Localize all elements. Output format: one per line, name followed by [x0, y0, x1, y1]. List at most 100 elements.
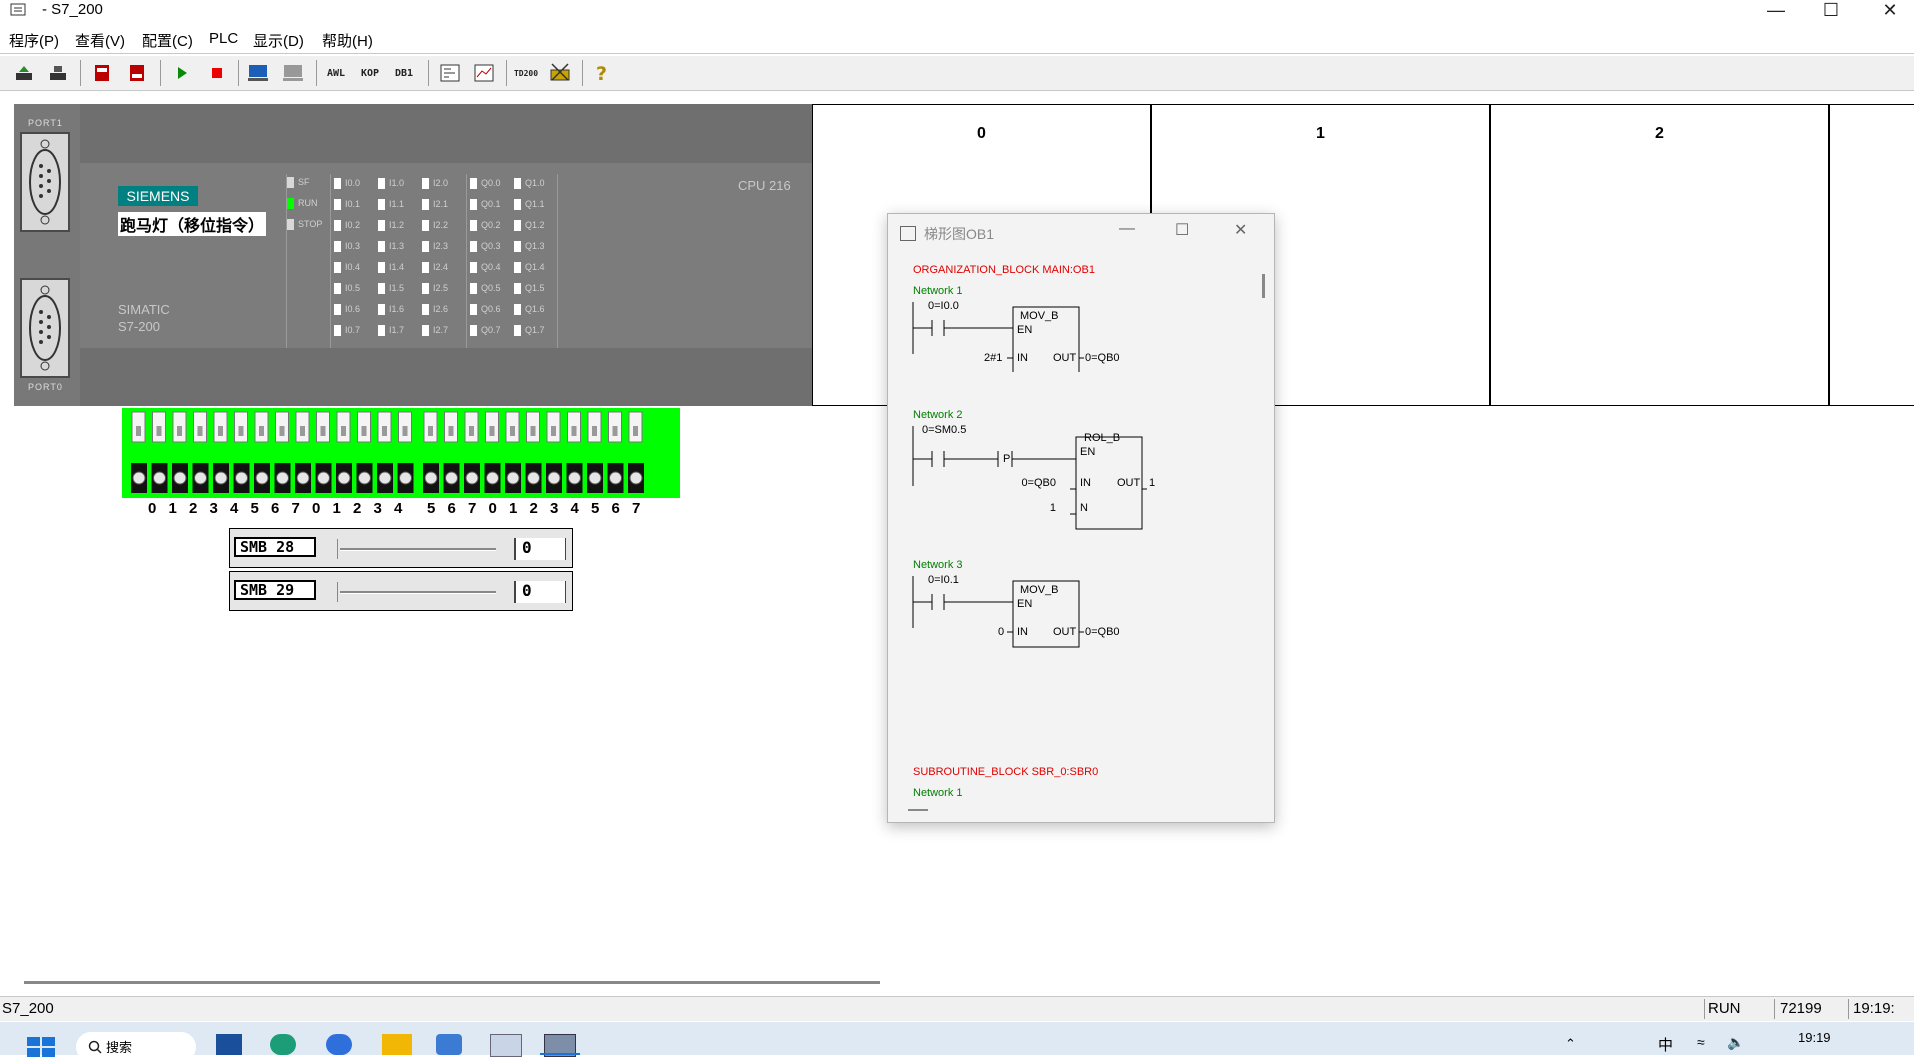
network-3-contact: 0=I0.1 — [928, 574, 959, 586]
led-label-q1-0: Q1.0 — [525, 178, 545, 188]
terminal-screw — [445, 471, 458, 485]
download-icon[interactable] — [88, 59, 116, 87]
app-plc-icon[interactable] — [490, 1034, 522, 1057]
help-icon[interactable]: ? — [588, 59, 616, 87]
display-panel-3 — [1829, 104, 1914, 406]
unload-program-icon[interactable] — [44, 59, 72, 87]
led-label-i1-3: I1.3 — [389, 241, 405, 251]
led-label-i0-4: I0.4 — [345, 262, 361, 272]
ladder-vertical-scrollbar[interactable] — [1256, 254, 1266, 806]
smb28-value[interactable]: 0 — [514, 538, 566, 560]
ime-indicator[interactable]: 中 — [1658, 1037, 1674, 1054]
menu-display[interactable]: 显示(D) — [253, 33, 304, 50]
led-i0-1 — [334, 199, 341, 210]
td200-button[interactable]: TD200 — [513, 68, 539, 78]
stop-icon[interactable] — [203, 59, 231, 87]
terminal-screw — [276, 471, 289, 485]
network-icon[interactable] — [546, 59, 574, 87]
taskbar-search[interactable]: 搜索 — [76, 1032, 196, 1062]
led-label-q0-5: Q0.5 — [481, 283, 501, 293]
led-label-q0-0: Q0.0 — [481, 178, 501, 188]
terminal-number: 6 — [611, 500, 620, 517]
volume-icon[interactable]: 🔈 — [1727, 1034, 1745, 1050]
wifi-icon[interactable]: ≈ — [1697, 1034, 1705, 1050]
terminal-slot — [510, 426, 515, 436]
run-icon[interactable] — [168, 59, 196, 87]
terminal-screw — [235, 471, 248, 485]
upload-icon[interactable] — [123, 59, 151, 87]
terminal-number: 7 — [468, 500, 477, 517]
status-bar: S7_200 RUN 72199 19:19: — [0, 996, 1914, 1021]
ladder-maximize-button[interactable]: ☐ — [1175, 222, 1190, 239]
terminal-number: 0 — [148, 500, 157, 517]
menu-config[interactable]: 配置(C) — [142, 33, 193, 50]
status-mode: RUN — [1708, 1000, 1741, 1017]
siemens-logo: SIEMENS — [118, 186, 198, 206]
led-stop — [287, 219, 294, 230]
led-i2-4 — [422, 262, 429, 273]
taskbar-clock[interactable]: 19:19 — [1798, 1030, 1831, 1045]
kop-button[interactable]: KOP — [360, 67, 380, 79]
terminal-slot — [238, 426, 244, 436]
search-label: 搜索 — [106, 1040, 133, 1055]
led-label-i0-6: I0.6 — [345, 304, 361, 314]
terminal-screw — [568, 471, 581, 485]
browser-icon[interactable] — [326, 1034, 352, 1055]
status-chart-icon[interactable] — [436, 59, 464, 87]
smb29-slider[interactable] — [340, 591, 496, 594]
smb28-slider[interactable] — [340, 548, 496, 551]
close-button[interactable]: ✕ — [1882, 0, 1898, 20]
db1-button[interactable]: DB1 — [394, 67, 414, 79]
main-horizontal-scrollbar[interactable] — [24, 981, 880, 984]
active-app-indicator — [540, 1053, 580, 1055]
file-explorer-icon[interactable] — [382, 1034, 412, 1055]
store-icon[interactable] — [216, 1034, 242, 1055]
ladder-horizontal-scroll-thumb[interactable] — [908, 809, 928, 811]
network-2-out-value: 1 — [1149, 477, 1156, 489]
terminal-slot — [612, 426, 618, 436]
app-bird-icon[interactable] — [436, 1034, 462, 1055]
maximize-button[interactable]: ☐ — [1822, 0, 1840, 20]
smb29-value[interactable]: 0 — [514, 581, 566, 603]
led-i1-4 — [378, 262, 385, 273]
smb29-slider-thumb[interactable] — [337, 582, 342, 602]
menu-plc[interactable]: PLC — [209, 30, 239, 47]
ladder-scroll-thumb[interactable] — [1262, 274, 1265, 298]
awl-button[interactable]: AWL — [326, 67, 346, 79]
smb28-slider-thumb[interactable] — [337, 539, 342, 559]
network-2-label: Network 2 — [913, 409, 963, 421]
project-name: 跑马灯（移位指令） — [118, 212, 267, 236]
network-3-label: Network 3 — [913, 559, 963, 571]
terminal-screw — [465, 471, 479, 485]
terminal-number: 1 — [332, 500, 341, 517]
minimize-button[interactable]: — — [1767, 0, 1785, 20]
led-label-q0-3: Q0.3 — [481, 241, 501, 251]
led-i0-0 — [334, 178, 341, 189]
title-bar: - S7_200 — ☐ ✕ — [0, 0, 1914, 22]
network-2-box: ROL_B — [1084, 432, 1121, 444]
menu-program[interactable]: 程序(P) — [9, 33, 59, 50]
load-program-icon[interactable] — [10, 59, 38, 87]
network-2-n-value: 1 — [1049, 502, 1056, 514]
menu-view[interactable]: 查看(V) — [75, 33, 125, 50]
menu-help[interactable]: 帮助(H) — [322, 33, 373, 50]
ladder-minimize-button[interactable]: — — [1119, 220, 1135, 237]
network-1-label: Network 1 — [913, 285, 963, 297]
terminal-slot — [489, 426, 495, 436]
led-i1-0 — [378, 178, 385, 189]
terminal-screw — [358, 471, 371, 485]
network-2-in-value: 0=QB0 — [1021, 477, 1056, 489]
led-i0-7 — [334, 325, 341, 336]
monitor-off-icon[interactable] — [279, 59, 307, 87]
ladder-close-button[interactable]: ✕ — [1234, 222, 1248, 239]
tray-chevron-icon[interactable]: ⌃ — [1565, 1036, 1576, 1051]
terminal-slot — [402, 426, 408, 436]
edge-browser-icon[interactable] — [270, 1034, 296, 1055]
windows-start-icon[interactable] — [27, 1037, 55, 1062]
led-label-q0-1: Q0.1 — [481, 199, 501, 209]
network-1-box: MOV_B — [1020, 310, 1059, 322]
led-label-q1-6: Q1.6 — [525, 304, 545, 314]
monitor-icon[interactable] — [244, 59, 272, 87]
led-q0-7 — [470, 325, 477, 336]
trend-chart-icon[interactable] — [470, 59, 498, 87]
